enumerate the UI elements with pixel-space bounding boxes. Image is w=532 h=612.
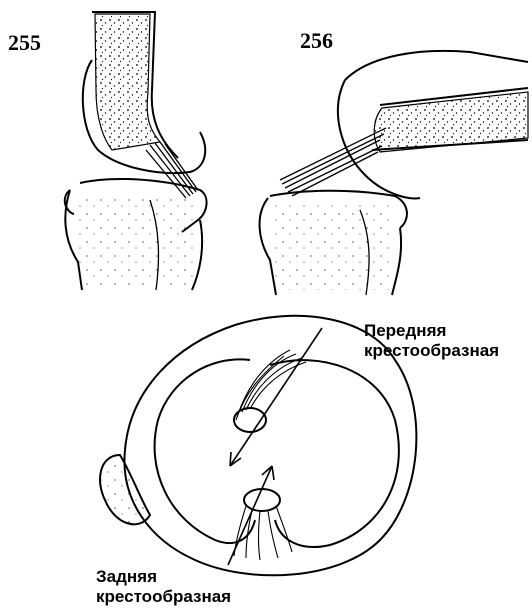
anterior-direction-arrow <box>230 328 322 466</box>
figure-number-256: 256 <box>300 30 333 52</box>
femur-cancellous <box>374 92 528 152</box>
anterior-cruciate-label: Передняя крестообразная <box>364 321 499 361</box>
femur-cancellous <box>95 14 160 150</box>
posterior-cruciate-label-line1: Задняя <box>96 567 231 587</box>
anterior-cruciate-label-line2: крестообразная <box>364 341 499 361</box>
lateral-condyle-surface <box>270 360 399 547</box>
figure-number-255: 255 <box>8 32 41 54</box>
anterior-cruciate-insertion <box>234 350 306 432</box>
posterior-cruciate-insertion <box>234 489 292 560</box>
figure-256-drawing <box>260 51 528 295</box>
posterior-cruciate-label: Задняя крестообразная <box>96 567 231 607</box>
figure-255-drawing <box>65 12 207 290</box>
anterior-cruciate-label-line1: Передняя <box>364 321 499 341</box>
posterior-cruciate-label-line2: крестообразная <box>96 587 231 607</box>
fibular-head <box>100 455 150 524</box>
ligament-fibers <box>280 128 386 196</box>
